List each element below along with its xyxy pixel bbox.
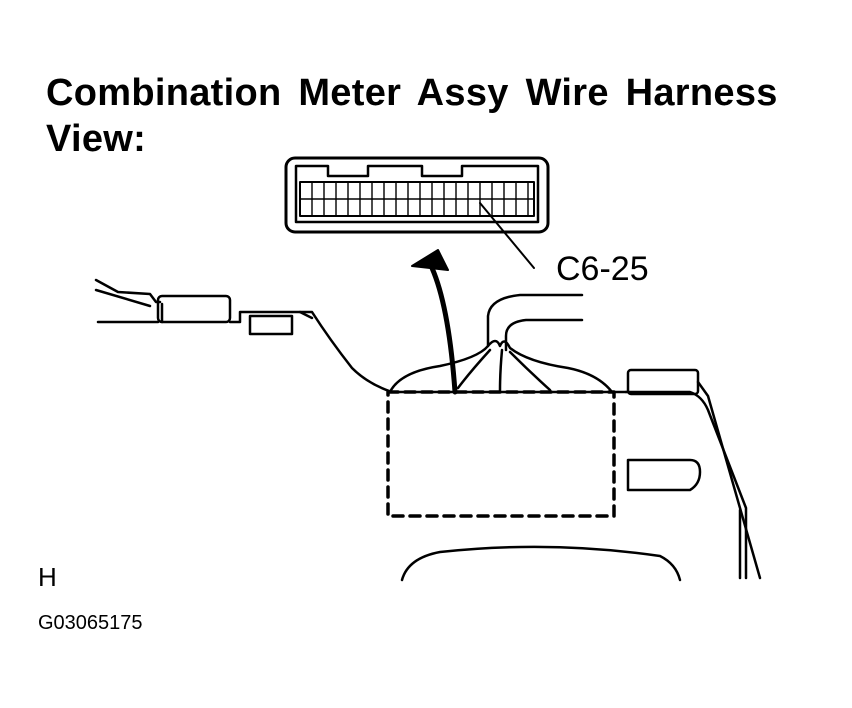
right-housing (624, 368, 762, 580)
wire-harness-bundle (388, 293, 614, 394)
hidden-connector-outline (386, 390, 616, 518)
connector-code-label: C6-25 (556, 250, 649, 288)
connector-pin-grid (299, 181, 535, 217)
connector-face (284, 156, 550, 234)
diagram-title: Combination Meter Assy Wire Harness View… (46, 70, 778, 162)
figure-id-label: G03065175 (38, 612, 143, 634)
title-line-1: Combination Meter Assy Wire Harness (46, 72, 778, 114)
callout-leader-line (479, 202, 535, 269)
left-bracket (94, 278, 394, 394)
title-line-2: View: (46, 118, 147, 160)
view-letter-label: H (38, 562, 57, 592)
arrow-up-icon (411, 249, 458, 395)
meter-bottom-arc (400, 545, 682, 582)
